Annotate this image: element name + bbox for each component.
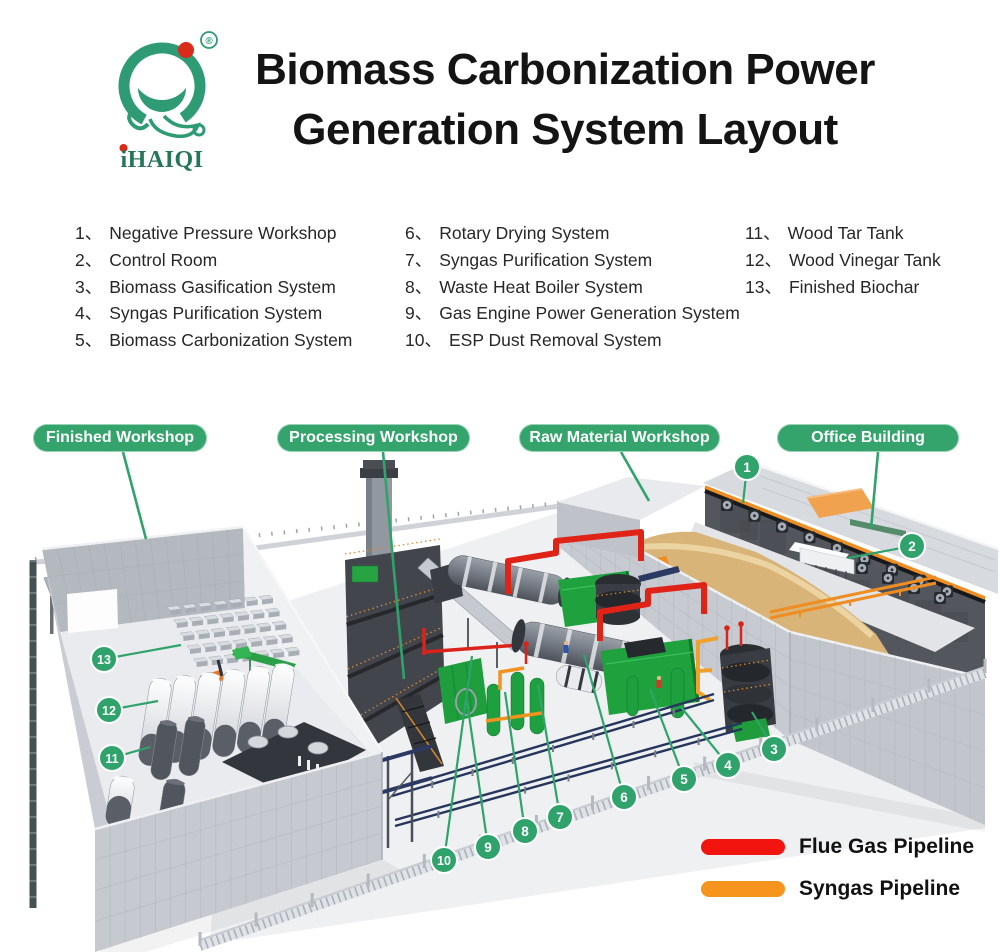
list-item: 1、Negative Pressure Workshop bbox=[75, 223, 337, 243]
label-finished-workshop: Finished Workshop bbox=[33, 424, 207, 452]
logo-i-dot-icon bbox=[119, 144, 128, 152]
list-item: 4、Syngas Purification System bbox=[75, 303, 323, 324]
flue-gas-pipe-2 bbox=[597, 582, 707, 641]
logo-curl-icon bbox=[192, 123, 206, 137]
syngas-label: Syngas Pipeline bbox=[799, 877, 961, 900]
deck-tower-small bbox=[595, 566, 680, 625]
label-processing-workshop: Processing Workshop bbox=[277, 424, 470, 452]
wood-chip-pile bbox=[604, 531, 890, 662]
legend-syngas: Syngas Pipeline bbox=[701, 877, 960, 901]
logo-red-dot-icon bbox=[178, 42, 194, 58]
door-opening bbox=[67, 589, 118, 633]
logo-swirl-left-icon bbox=[127, 106, 150, 131]
raw-material-workshop-building bbox=[556, 460, 999, 825]
worker-figures bbox=[563, 640, 662, 688]
legend-flue-gas: Flue Gas Pipeline bbox=[701, 835, 974, 859]
perimeter-fence bbox=[198, 659, 987, 951]
workshop-end-wall bbox=[557, 502, 640, 558]
workshop-front-wall-right bbox=[790, 632, 985, 825]
flue-gas-label: Flue Gas Pipeline bbox=[799, 835, 975, 858]
label-raw-material-workshop: Raw Material Workshop bbox=[519, 424, 720, 452]
list-item: 8、Waste Heat Boiler System bbox=[405, 276, 643, 297]
legend-list-column-3: 11、Wood Tar Tank 12、Wood Vinegar Tank 13… bbox=[745, 220, 995, 300]
flue-gas-color-swatch bbox=[701, 839, 785, 855]
logo-crescent-icon bbox=[138, 88, 186, 112]
list-item: 6、Rotary Drying System bbox=[405, 223, 610, 243]
list-item: 12、Wood Vinegar Tank bbox=[745, 249, 941, 270]
overhead-crane-beam bbox=[769, 575, 937, 620]
logo-wordmark: iHAIQI bbox=[120, 147, 203, 173]
page-title-line2: Generation System Layout bbox=[292, 105, 838, 154]
registered-mark-circle bbox=[200, 31, 218, 49]
logo-swirl-tail-icon bbox=[148, 114, 201, 139]
loading-scaffold bbox=[375, 744, 433, 848]
list-item: 2、Control Room bbox=[75, 249, 218, 270]
flue-gas-pipe-1 bbox=[505, 529, 644, 594]
chimney bbox=[363, 460, 395, 469]
wood-vinegar-tar-tanks bbox=[105, 663, 295, 830]
company-logo: ® iHAIQI bbox=[118, 31, 218, 173]
list-item: 7、Syngas Purification System bbox=[405, 249, 653, 270]
list-item: 13、Finished Biochar bbox=[745, 276, 920, 297]
biochar-pallet-stacks bbox=[166, 594, 300, 667]
page-title: Biomass Carbonization Power Generation S… bbox=[210, 40, 920, 160]
list-item: 10、ESP Dust Removal System bbox=[405, 330, 662, 351]
list-item: 3、Biomass Gasification System bbox=[75, 276, 336, 297]
page-title-line1: Biomass Carbonization Power bbox=[255, 45, 875, 94]
legend-list-column-2: 6、Rotary Drying System 7、Syngas Purifica… bbox=[405, 220, 745, 354]
registered-mark: ® bbox=[205, 36, 213, 47]
logo-ring-icon bbox=[118, 42, 206, 130]
front-wall bbox=[95, 752, 382, 952]
factory-3d-illustration bbox=[29, 460, 999, 952]
legend-list-column-1: 1、Negative Pressure Workshop 2、Control R… bbox=[75, 220, 395, 354]
processing-skid bbox=[222, 722, 366, 794]
syngas-color-swatch bbox=[701, 881, 785, 897]
finished-workshop-building bbox=[41, 525, 384, 952]
list-item: 5、Biomass Carbonization System bbox=[75, 330, 353, 351]
list-item: 11、Wood Tar Tank bbox=[745, 223, 904, 243]
list-item: 9、Gas Engine Power Generation System bbox=[405, 303, 740, 324]
syngas-wall-pipe bbox=[704, 485, 986, 600]
label-office-building: Office Building bbox=[777, 424, 959, 452]
office-roof bbox=[703, 462, 998, 594]
